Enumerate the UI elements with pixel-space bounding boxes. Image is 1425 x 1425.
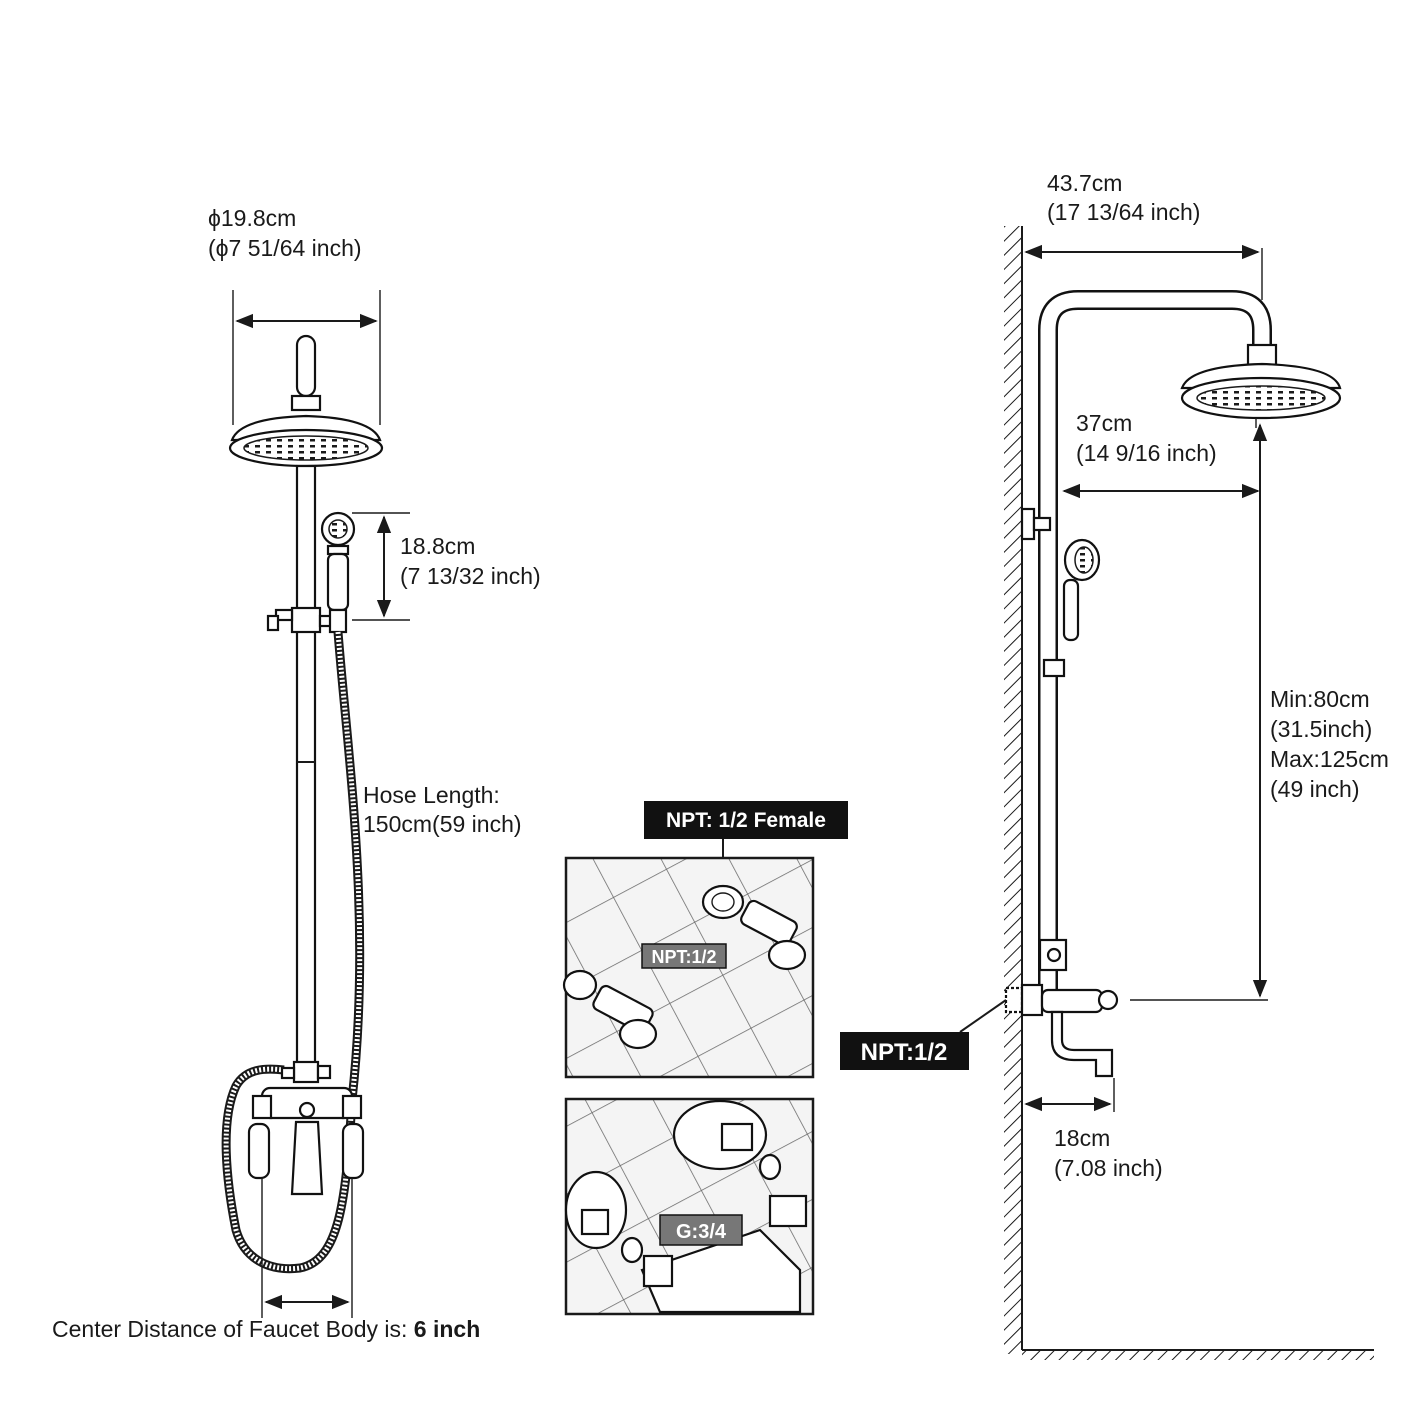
top-inset: NPT:1/2: [562, 856, 815, 1079]
height-max: Max:125cm: [1270, 746, 1389, 772]
tub-spout: [290, 1120, 324, 1196]
hose-outlet: [280, 1066, 296, 1080]
side-mixer: [1004, 938, 1119, 1078]
arm-length-cm: 43.7cm: [1047, 170, 1122, 196]
center-nut: [298, 1101, 316, 1119]
height-min-inch: (31.5inch): [1270, 716, 1372, 742]
side-npt-tag: NPT:1/2: [861, 1039, 948, 1066]
handheld-length-inch: (7 13/32 inch): [400, 563, 541, 589]
wall-bracket: [1020, 507, 1036, 541]
side-diverter: [1038, 938, 1068, 972]
left-valve: [251, 1094, 273, 1120]
side-riser-fill: [1040, 292, 1270, 1000]
side-shower-head: [1180, 343, 1342, 420]
wall-flange-lower: [562, 969, 598, 1001]
front-hand-shower: [320, 511, 356, 634]
front-mixer: [247, 1060, 365, 1196]
floor-hatch: [1022, 1350, 1374, 1360]
g34-tag: G:3/4: [676, 1221, 727, 1243]
washer-top: [758, 1153, 782, 1181]
head-diameter-inch: (ϕ7 51/64 inch): [208, 235, 362, 261]
connection-insets: NPT: 1/2 Female NPT:1/2: [562, 801, 848, 1316]
wall-hatch: [1004, 226, 1022, 1354]
side-npt-leader: [959, 999, 1007, 1033]
hose-length-label: Hose Length:: [363, 782, 500, 808]
side-head-nozzles: [1196, 385, 1326, 411]
hose-length-value: 150cm(59 inch): [363, 811, 522, 837]
head-neck: [295, 334, 317, 398]
side-slide-bracket: [1042, 658, 1066, 678]
side-hand-shower-face: [1074, 546, 1094, 574]
hand-shower-collar: [326, 544, 350, 556]
front-shower-head: [228, 334, 384, 468]
head-offset-inch: (14 9/16 inch): [1076, 440, 1217, 466]
eccentric-fitting-top: [740, 899, 798, 947]
bracket-screw: [266, 614, 280, 632]
side-view: 43.7cm (17 13/64 inch) 37cm (14 9/16 inc…: [840, 170, 1389, 1360]
side-inlet-eccentric: [1004, 986, 1024, 1014]
side-hand-shower-handle: [1062, 578, 1080, 642]
handheld-length-cm: 18.8cm: [400, 533, 475, 559]
head-nozzles: [243, 435, 369, 461]
head-nut: [290, 394, 322, 412]
center-distance-text: Center Distance of Faucet Body is:: [52, 1316, 414, 1342]
center-distance-caption: Center Distance of Faucet Body is: 6 inc…: [52, 1316, 480, 1342]
wall-nipple-top: [720, 1122, 754, 1152]
side-head-nut: [1246, 343, 1278, 367]
wall-plate-large: [672, 1099, 768, 1171]
fitting-top-nut: [767, 939, 807, 971]
right-valve: [341, 1094, 363, 1120]
hose-coil: [223, 631, 363, 1272]
hand-shower-handle: [326, 552, 350, 612]
hand-shower-holder: [328, 608, 348, 634]
washer-left: [620, 1236, 644, 1264]
height-max-inch: (49 inch): [1270, 776, 1359, 802]
height-min: Min:80cm: [1270, 686, 1370, 712]
spout-length-inch: (7.08 inch): [1054, 1155, 1163, 1181]
diverter-knob: [316, 1064, 332, 1080]
mixer-inlet-nut: [768, 1194, 808, 1228]
wall-flange-top-inner: [711, 892, 735, 912]
hand-shower-face: [328, 519, 348, 539]
head-offset-cm: 37cm: [1076, 410, 1132, 436]
npt-inset-tag-bg: [641, 943, 727, 969]
mixer-inlet-left: [642, 1254, 674, 1288]
g34-tag-bg: [659, 1214, 743, 1246]
side-npt-tag-bg: [840, 1032, 969, 1070]
npt-female-tag-bg: [644, 801, 848, 839]
bracket-clamp: [290, 606, 322, 634]
front-view: ϕ19.8cm (ϕ7 51/64 inch): [52, 205, 541, 1342]
bottom-inset: G:3/4: [564, 1097, 815, 1316]
right-lever-handle: [341, 1122, 365, 1180]
front-riser-pipe: [295, 464, 317, 1066]
fitting-lower-nut: [618, 1018, 658, 1050]
arm-length-inch: (17 13/64 inch): [1047, 199, 1200, 225]
side-tub-spout: [1050, 1010, 1114, 1078]
wall-nipple-left: [580, 1208, 610, 1236]
wall-flange-top: [701, 884, 745, 920]
npt-inset-tag: NPT:1/2: [651, 947, 716, 967]
spout-length-cm: 18cm: [1054, 1125, 1110, 1151]
side-wall-flange: [1020, 983, 1044, 1017]
side-mixer-body: [1040, 988, 1104, 1014]
left-lever-handle: [247, 1122, 271, 1180]
diverter-body: [292, 1060, 320, 1084]
wall-bracket-arm: [1032, 516, 1052, 532]
side-valve-knob: [1097, 989, 1119, 1011]
side-diverter-knob: [1046, 947, 1062, 963]
center-distance-value: 6 inch: [414, 1316, 480, 1342]
npt-female-tag: NPT: 1/2 Female: [666, 809, 826, 832]
head-diameter-cm: ϕ19.8cm: [208, 205, 296, 231]
